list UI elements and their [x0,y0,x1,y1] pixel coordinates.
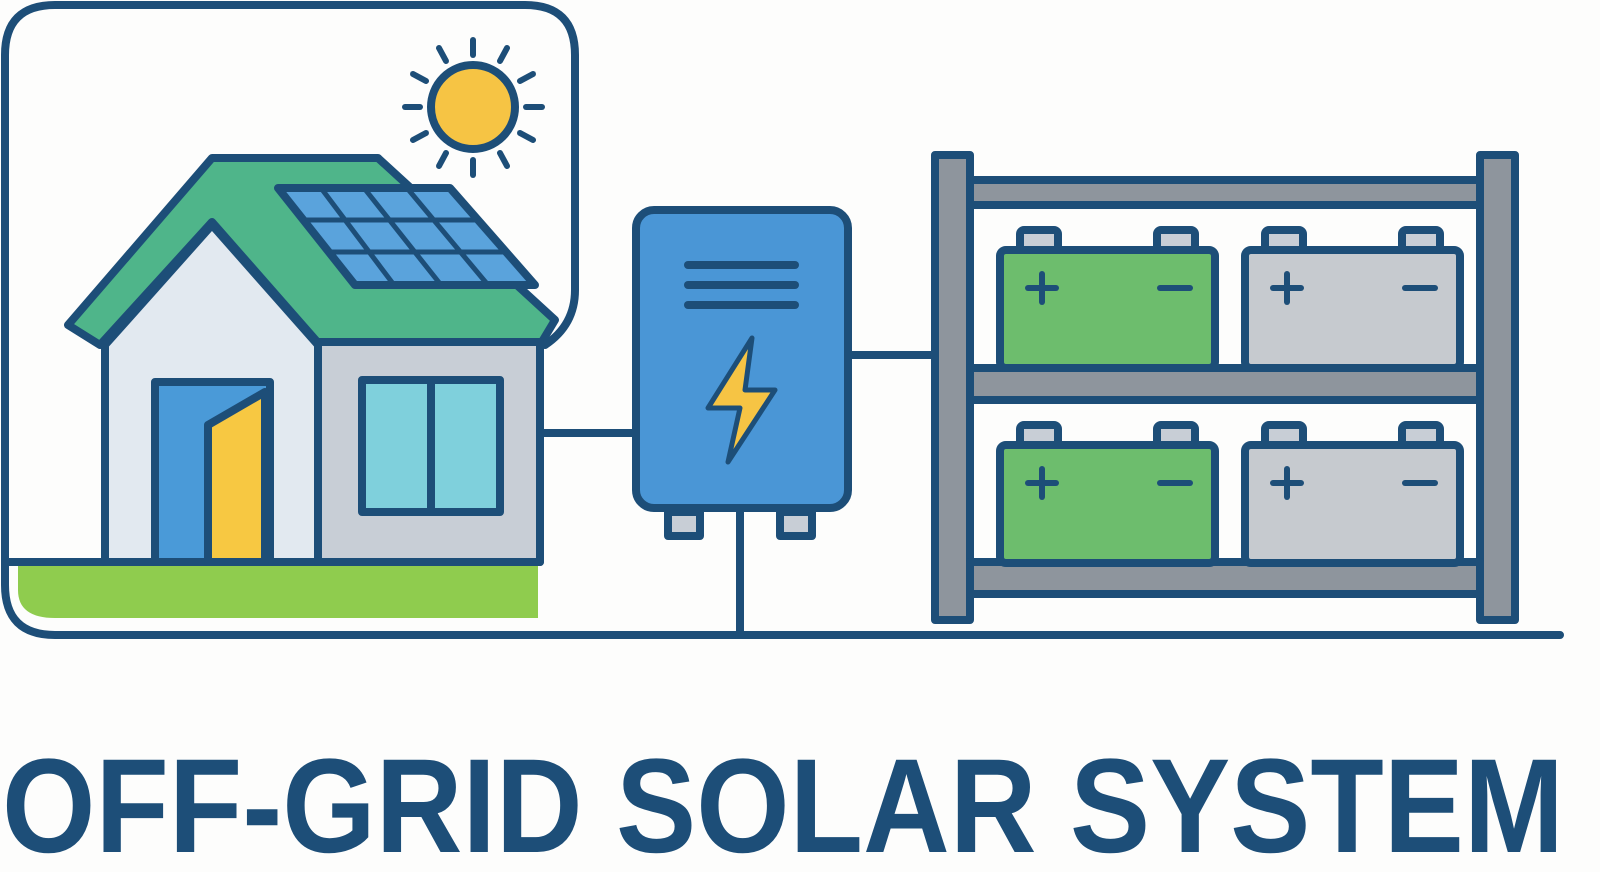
lightning-bolt-icon [705,335,778,465]
diagram-title: OFF-GRID SOLAR SYSTEM [2,732,1564,872]
inverter [632,206,852,540]
battery-icon [1241,421,1464,567]
sun-icon [402,37,545,178]
battery-icon [1241,226,1464,372]
battery-rack [931,151,1519,624]
battery-icon [996,226,1219,372]
battery-icon [996,421,1219,567]
house [64,154,559,566]
door-panel [204,388,269,566]
solar-panel-icon [274,184,539,289]
house-frame [1,1,1564,639]
ground [18,565,538,618]
